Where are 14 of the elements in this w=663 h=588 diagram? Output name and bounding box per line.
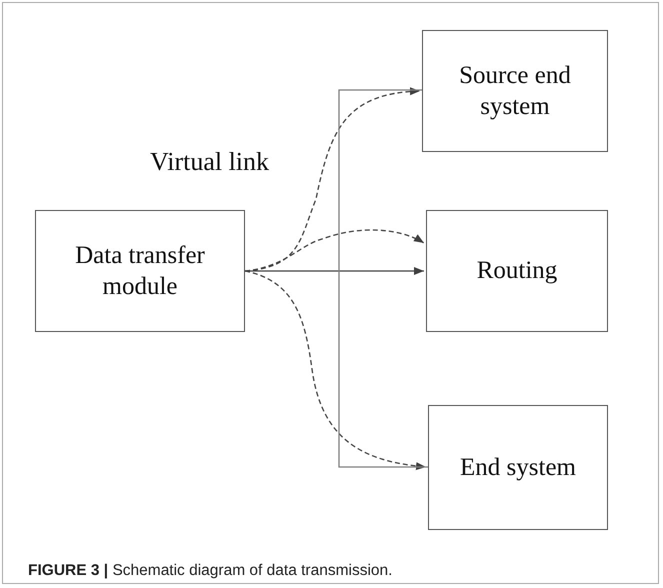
process-box (422, 30, 608, 152)
diagram-label: Virtual link (150, 147, 270, 177)
box-label: Routing (476, 256, 558, 286)
process-box (426, 210, 608, 332)
box-label: Source end system (458, 60, 572, 122)
box-label: Data transfer module (74, 240, 206, 302)
process-box (35, 210, 245, 332)
figure-caption: FIGURE 3 | Schematic diagram of data transmission. (28, 562, 392, 580)
process-box (428, 405, 608, 530)
arrow (244, 270, 426, 470)
box-label: End system (460, 452, 576, 483)
arrow (245, 267, 424, 275)
connector-line (338, 89, 428, 468)
arrow (244, 229, 424, 272)
